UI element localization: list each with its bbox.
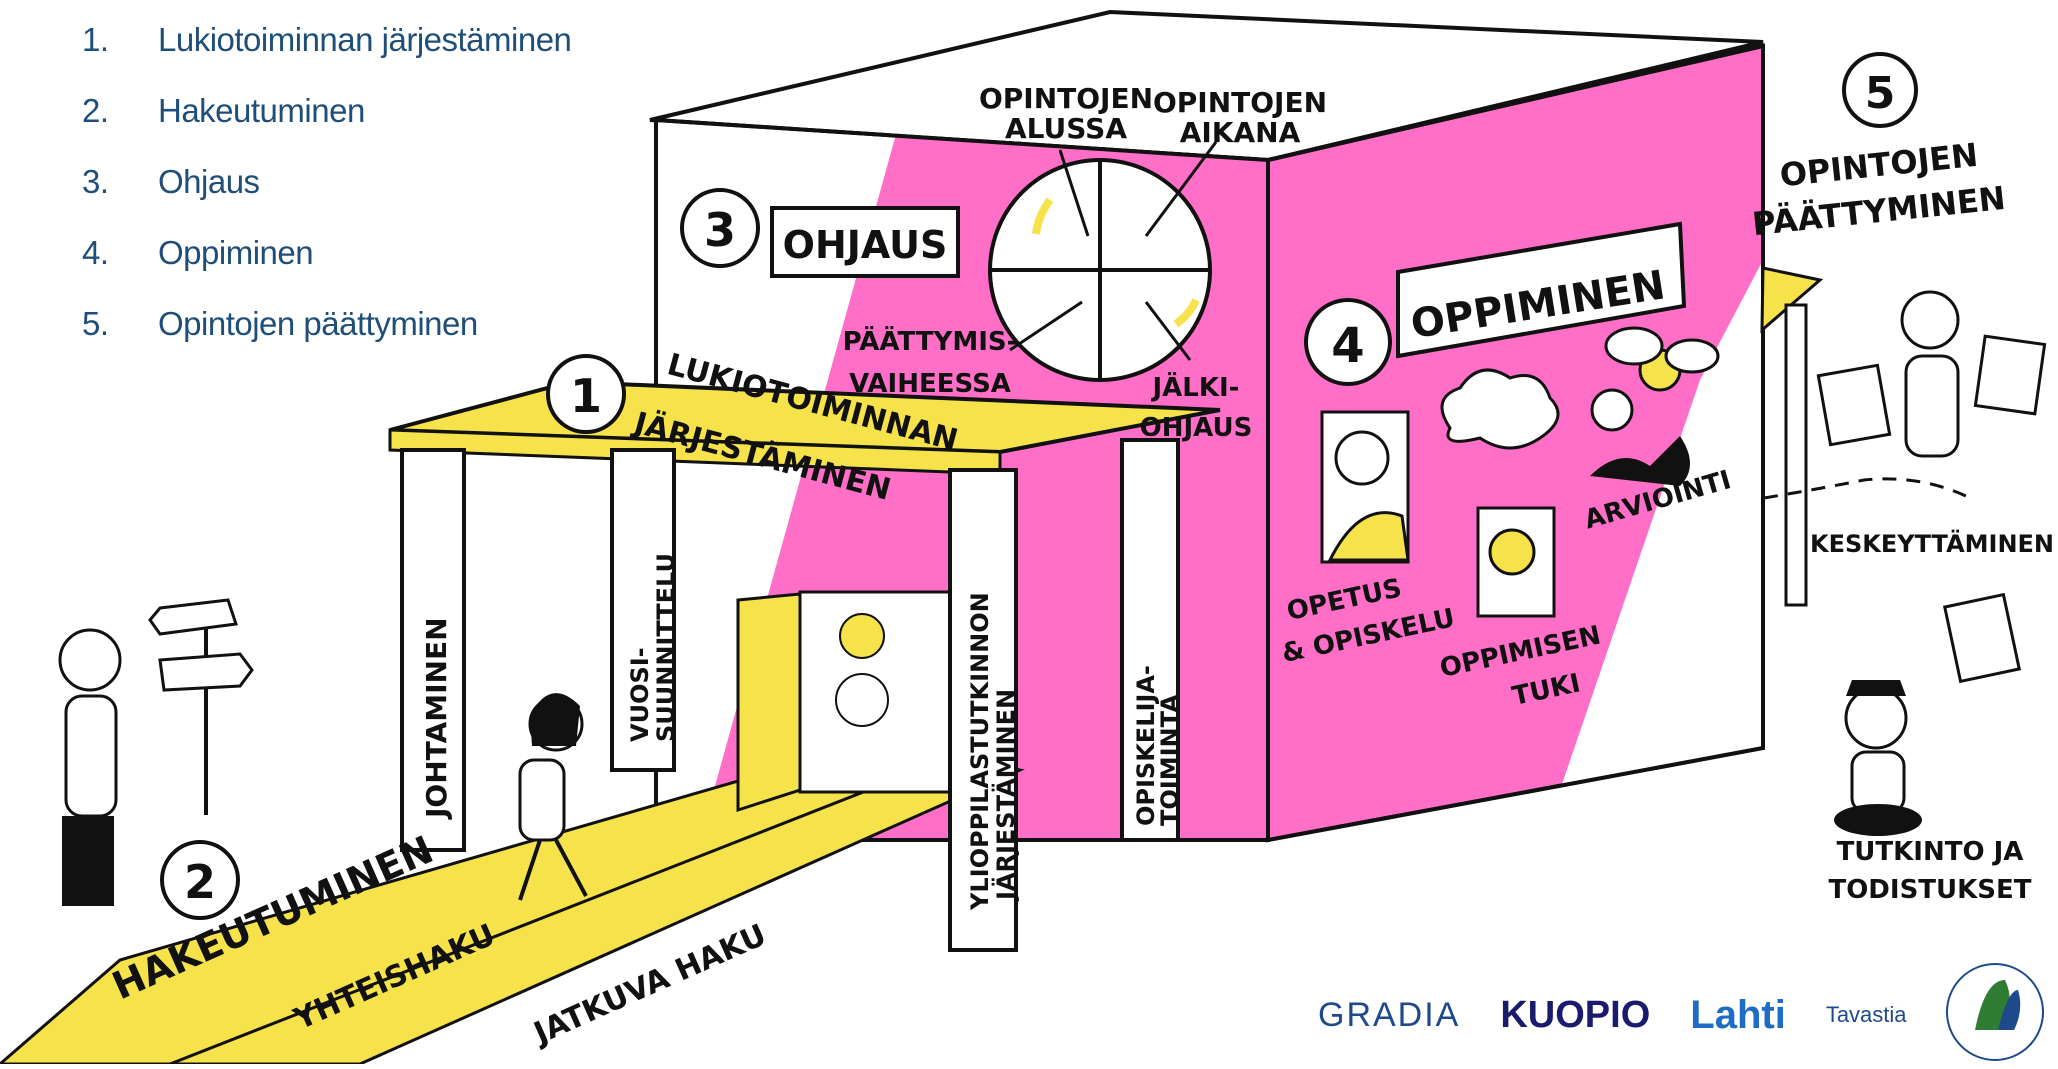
list-label: Ohjaus	[158, 162, 260, 200]
tavastia-logo: Tavastia	[1825, 1002, 1907, 1027]
number-4: 4	[1331, 318, 1364, 374]
pillar-johtaminen	[400, 448, 466, 852]
label-paattymis-2: VAIHEESSA	[849, 369, 1011, 399]
list-label: Lukiotoiminnan järjestäminen	[158, 20, 572, 58]
number-3: 3	[704, 203, 736, 257]
door	[736, 592, 802, 813]
pillar-yo	[948, 468, 1018, 952]
label-tutkinto-2: TODISTUKSET	[1828, 875, 2031, 905]
list-item: 3. Ohjaus	[82, 146, 571, 217]
label-vuosi-1: VUOSI-	[626, 647, 654, 742]
list-item: 2. Hakeutuminen	[82, 75, 571, 146]
label-opiskelija-1: OPISKELIJA-	[1132, 665, 1160, 826]
list-number: 2.	[82, 91, 109, 129]
circle-2	[160, 840, 240, 920]
ohjaus-title: OHJAUS	[783, 223, 948, 267]
label-tutkinto-1: TUTKINTO JA	[1837, 837, 2024, 867]
label-vuosi-2: SUUNNITTELU	[652, 553, 680, 742]
label-yo-1: YLIOPPILASTUTKINNON	[966, 592, 994, 911]
circle-1	[546, 354, 626, 434]
label-johtaminen: JOHTAMINEN	[420, 617, 453, 820]
kuopio-logo: KUOPIO	[1500, 993, 1651, 1036]
circle-5	[1842, 52, 1918, 128]
pillar-vuosisuunnittelu	[610, 448, 676, 772]
list-item: 5. Opintojen päättyminen	[82, 288, 571, 359]
list-number: 4.	[82, 233, 109, 271]
list-item: 1. Lukiotoiminnan järjestäminen	[82, 4, 572, 75]
label-alussa-2: ALUSSA	[1005, 112, 1127, 145]
label-aikana-1: OPINTOJEN	[1153, 86, 1327, 119]
number-1: 1	[570, 369, 602, 423]
list-label: Opintojen päättyminen	[158, 304, 478, 342]
list-label: Hakeutuminen	[158, 91, 365, 129]
label-keskeyttaminen: KESKEYTTÄMINEN	[1810, 529, 2054, 558]
side-white-stripe	[1560, 260, 1763, 790]
label-paattymis-1: PÄÄTTYMIS-	[843, 325, 1018, 357]
list-number: 5.	[82, 304, 109, 342]
label-alussa-1: OPINTOJEN	[979, 82, 1153, 115]
circle-3	[680, 188, 760, 268]
number-5: 5	[1865, 68, 1896, 119]
number-2: 2	[184, 855, 216, 909]
pillar-opiskelija	[1120, 438, 1180, 842]
label-aikana-2: AIKANA	[1180, 116, 1301, 149]
lahti-logo: Lahti	[1690, 992, 1786, 1037]
list-item: 4. Oppiminen	[82, 217, 571, 288]
label-jalki-1: JÄLKI-	[1151, 371, 1240, 403]
list-number: 3.	[82, 162, 109, 200]
topic-list: 1. Lukiotoiminnan järjestäminen 2. Hakeutu…	[82, 4, 572, 359]
label-jalki-2: OHJAUS	[1140, 413, 1253, 443]
partner-logos: GRADIA KUOPIO Lahti Tavastia	[1318, 990, 1907, 1040]
list-label: Oppiminen	[158, 233, 314, 271]
list-number: 1.	[82, 20, 109, 58]
label-yo-2: JÄRJESTÄMINEN	[991, 689, 1020, 902]
gradia-logo: GRADIA	[1318, 995, 1461, 1034]
label-opiskelija-2: TOIMINTA	[1156, 694, 1184, 826]
circle-4	[1304, 298, 1392, 386]
